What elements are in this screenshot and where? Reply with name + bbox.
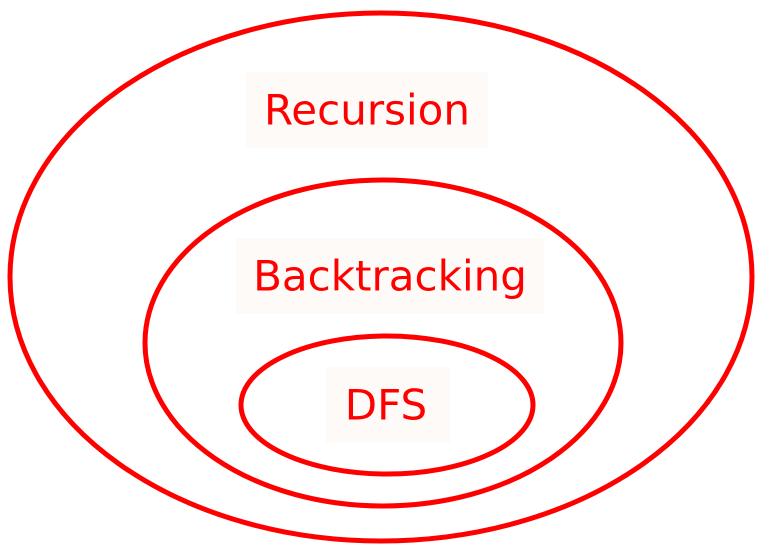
- label-backtracking: Backtracking: [253, 252, 527, 301]
- label-bg-dfs: [326, 367, 450, 443]
- label-recursion: Recursion: [264, 86, 470, 135]
- ellipse-recursion: [7, 10, 755, 544]
- set-backtracking: Backtracking: [142, 177, 624, 509]
- ellipse-dfs: [238, 333, 536, 477]
- set-dfs: DFS: [238, 333, 536, 477]
- ellipse-backtracking: [142, 177, 624, 509]
- label-bg-recursion: [246, 72, 488, 148]
- set-recursion: Recursion: [7, 10, 755, 544]
- label-bg-backtracking: [236, 238, 544, 314]
- label-dfs: DFS: [345, 381, 427, 430]
